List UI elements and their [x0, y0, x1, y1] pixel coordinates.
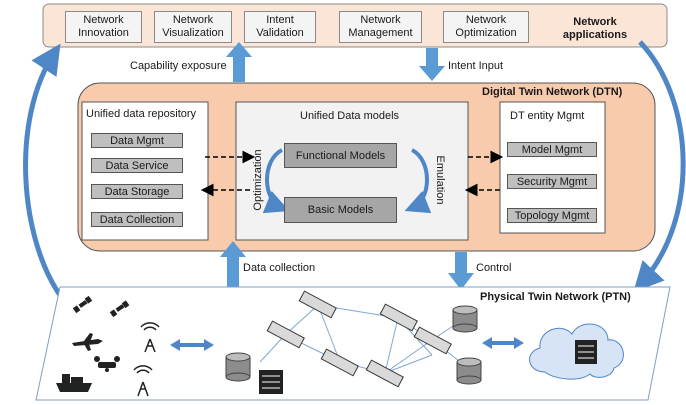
app-line2: Visualization: [162, 27, 224, 39]
entity-item-security-mgmt: Security Mgmt: [507, 174, 597, 189]
control-arrow: [448, 252, 474, 290]
optimization-label: Optimization: [252, 149, 264, 211]
ptn-left-double-arrow: [170, 339, 214, 351]
switch-icon: [320, 348, 359, 377]
airplane-icon: [72, 333, 103, 351]
dtn-title: Digital Twin Network (DTN): [482, 86, 623, 98]
capability-exposure-arrow: [226, 42, 252, 82]
left-curved-arrow: [23, 43, 65, 300]
server-icon: [575, 340, 597, 364]
switch-icon: [298, 290, 337, 319]
database-icon: [225, 352, 251, 382]
intent-input-label: Intent Input: [448, 60, 504, 72]
emulation-label: Emulation: [434, 155, 446, 205]
app-line2: Innovation: [78, 27, 129, 39]
control-label: Control: [476, 262, 512, 274]
optimization-curve: [262, 148, 290, 214]
drone-icon: [94, 356, 120, 372]
basic-models-box: Basic Models: [284, 197, 397, 223]
repository-title: Unified data repository: [86, 108, 197, 120]
ptn-title: Physical Twin Network (PTN): [480, 291, 631, 303]
app-line2: Management: [348, 27, 413, 39]
database-icon: [452, 305, 478, 333]
ptn-right-double-arrow: [482, 337, 524, 349]
database-icon: [456, 357, 482, 385]
data-collection-arrow: [220, 241, 246, 295]
ship-icon: [56, 374, 92, 392]
switch-icon: [365, 359, 404, 388]
entity-title: DT entity Mgmt: [510, 110, 585, 122]
entity-item-topology-mgmt: Topology Mgmt: [507, 208, 597, 223]
cell-tower-icon: [133, 365, 153, 397]
satellite-icon: [72, 295, 93, 314]
app-line2: Validation: [256, 27, 304, 39]
functional-models-box: Functional Models: [284, 143, 397, 168]
app-line2: Optimization: [455, 27, 517, 39]
right-curved-arrow: [633, 40, 686, 293]
models-title: Unified Data models: [300, 110, 400, 122]
intent-input-arrow: [419, 48, 445, 81]
switch-icon: [413, 326, 452, 355]
satellite-icon: [109, 300, 130, 318]
app-line1: Intent: [266, 14, 294, 26]
network-applications-title: Network applications: [562, 16, 628, 41]
ptn-plane: [35, 286, 671, 401]
app-line1: Network: [465, 14, 507, 26]
entity-item-model-mgmt: Model Mgmt: [507, 142, 597, 157]
switch-icon: [266, 320, 305, 349]
repo-item-data-service: Data Service: [91, 158, 183, 173]
emulation-curve: [404, 148, 432, 214]
app-line1: Network: [360, 14, 401, 26]
repo-item-data-storage: Data Storage: [91, 184, 183, 199]
cell-tower-icon: [140, 322, 160, 353]
repo-item-data-mgmt: Data Mgmt: [91, 133, 183, 148]
app-line1: Network: [172, 14, 214, 26]
server-icon: [259, 370, 283, 394]
capability-exposure-label: Capability exposure: [130, 60, 227, 72]
data-collection-label: Data collection: [243, 262, 316, 274]
app-line1: Network: [83, 14, 124, 26]
repo-item-data-collection: Data Collection: [91, 212, 183, 227]
switch-icon: [379, 303, 418, 332]
